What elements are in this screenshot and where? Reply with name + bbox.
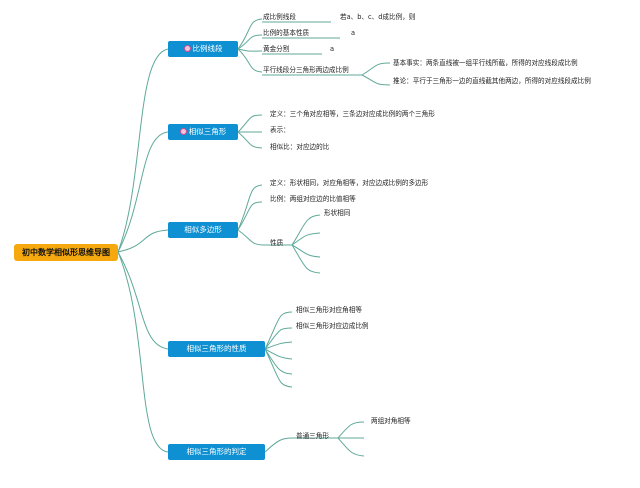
branch-label: 相似三角形的性质 — [186, 344, 247, 353]
topic-ordinary-triangle[interactable]: 普通三角形 — [296, 432, 329, 440]
branch-label: 相似多边形 — [184, 225, 222, 234]
topic-parallel-lines[interactable]: 平行线段分三角形两边成比例 — [263, 66, 349, 74]
topic-two-angles-equal[interactable]: 两组对角相等 — [371, 417, 411, 425]
topic-definition[interactable]: 定义：三个角对应相等，三条边对应成比例的两个三角形 — [270, 110, 435, 118]
topic-sides-proportional[interactable]: 相似三角形对应边成比例 — [296, 322, 369, 330]
branch-label: 比例线段 — [192, 44, 223, 53]
topic-similarity-ratio[interactable]: 相似比：对应边的比 — [270, 143, 330, 151]
topic-ratio[interactable]: 比例：两组对应边的比值相等 — [270, 195, 356, 203]
topic-properties[interactable]: 性质 — [270, 239, 284, 247]
branch-similar-triangle-properties[interactable]: 相似三角形的性质 — [168, 341, 265, 357]
topic-basic-fact[interactable]: 基本事实：两条直线被一组平行线所截，所得的对应线段成比例 — [393, 59, 578, 67]
branch-similar-polygons[interactable]: 相似多边形 — [168, 222, 238, 238]
branch-label: 相似三角形 — [188, 127, 227, 136]
connector-root-b5 — [117, 251, 169, 453]
heart-icon — [183, 45, 191, 52]
topic-note[interactable]: a — [330, 45, 335, 53]
topic-definition[interactable]: 定义：形状相同，对应角相等，对应边成比例的多边形 — [270, 179, 429, 187]
branch-similar-triangles[interactable]: 相似三角形 — [168, 124, 238, 140]
topic-notation[interactable]: 表示： — [270, 126, 290, 134]
branch-proportional-segments[interactable]: 比例线段 — [168, 41, 238, 57]
topic-angles-equal[interactable]: 相似三角形对应角相等 — [296, 306, 362, 314]
connector-root-b2 — [117, 131, 169, 253]
root-topic[interactable]: 初中数学相似形思维导图 — [14, 244, 118, 261]
topic-note[interactable]: 若a、b、c、d成比例，则 — [340, 13, 416, 21]
connector-root-b3 — [117, 229, 169, 253]
branch-label: 相似三角形的判定 — [186, 447, 247, 456]
heart-icon — [179, 128, 187, 135]
topic-note[interactable]: a — [351, 29, 356, 37]
topic-proportional-segments[interactable]: 成比例线段 — [263, 13, 296, 21]
connector-root-b4 — [117, 251, 169, 350]
topic-basic-property[interactable]: 比例的基本性质 — [263, 29, 310, 37]
topic-corollary[interactable]: 推论：平行于三角形一边的直线截其他两边，所得的对应线段成比例 — [393, 77, 591, 85]
topic-same-shape[interactable]: 形状相同 — [324, 209, 351, 217]
topic-golden-ratio[interactable]: 黄金分割 — [263, 45, 290, 53]
connector-root-b1 — [117, 48, 169, 253]
branch-similar-triangle-criteria[interactable]: 相似三角形的判定 — [168, 444, 265, 460]
